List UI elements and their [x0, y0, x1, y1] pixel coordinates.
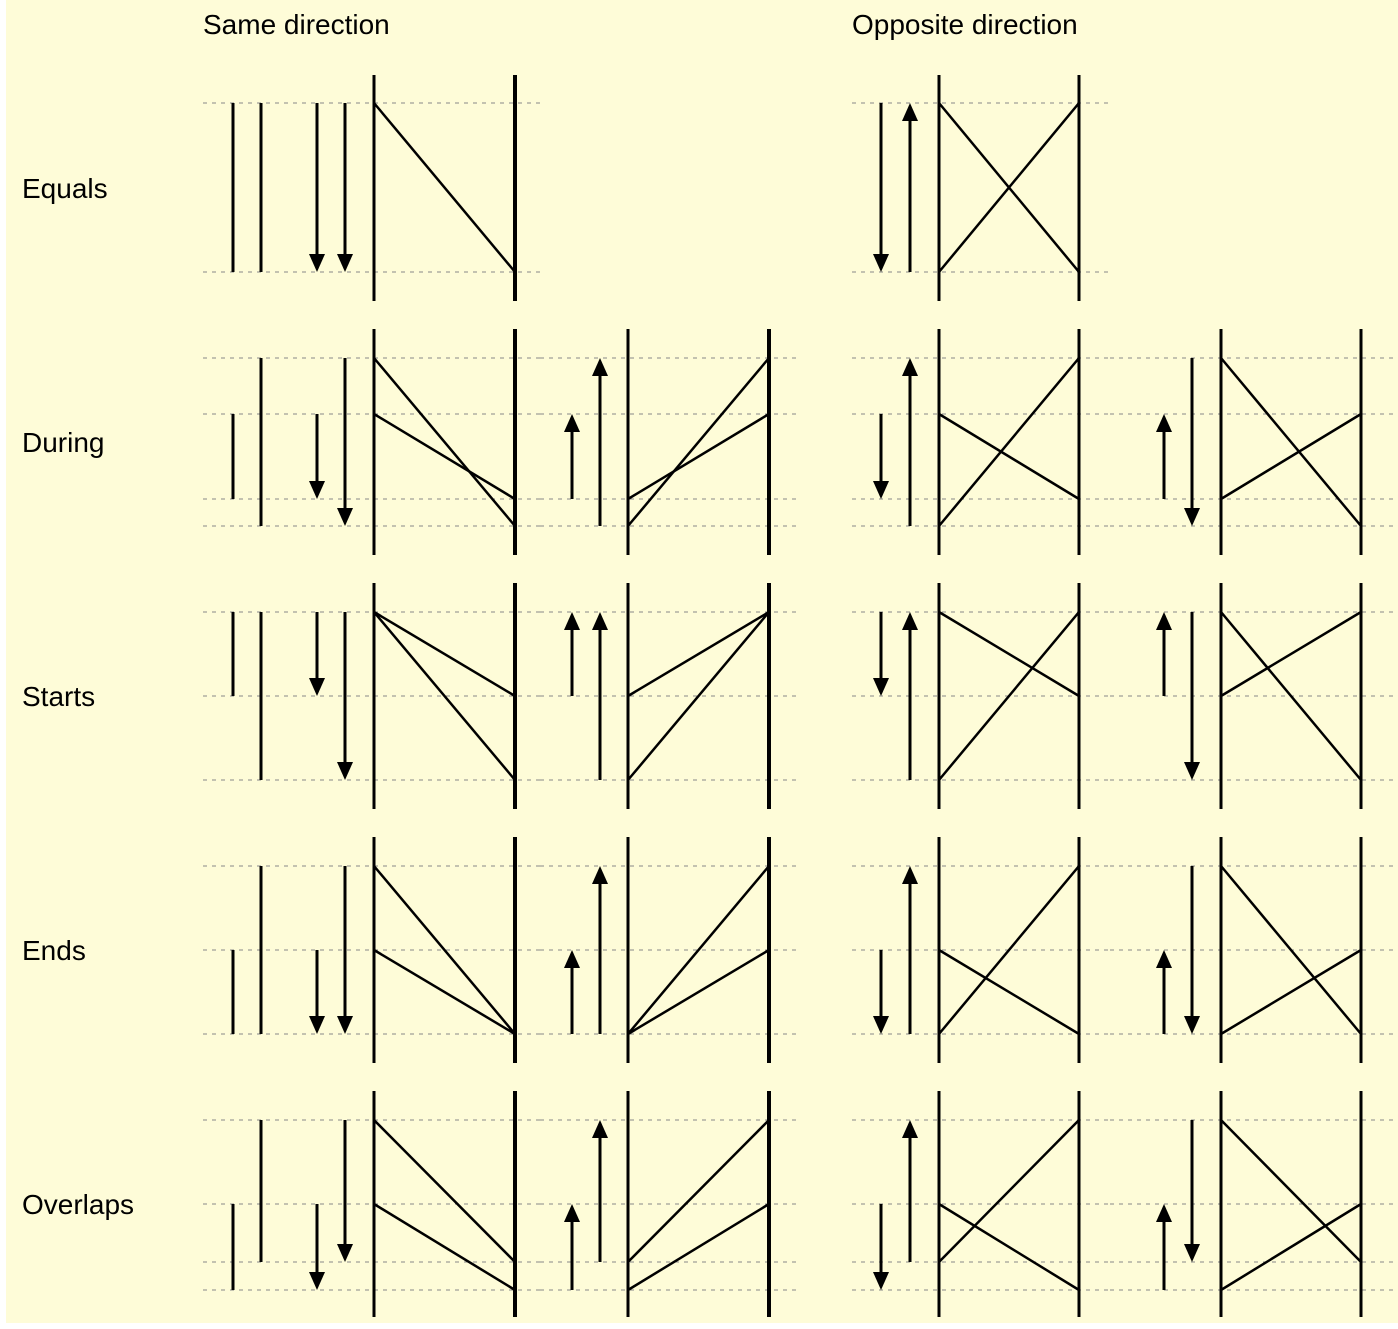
- header-same-direction: Same direction: [203, 9, 390, 40]
- arrow-b-down-head-icon: [337, 1244, 353, 1262]
- link-b: [627, 1119, 770, 1263]
- link-b: [627, 865, 770, 1035]
- arrow-a-up-head-icon: [564, 950, 580, 968]
- arrow-a-up-head-icon: [1156, 612, 1172, 630]
- link-a: [938, 1202, 1080, 1292]
- link-b: [938, 357, 1080, 527]
- link-b: [627, 357, 770, 527]
- row-label-during: During: [22, 427, 105, 458]
- arrow-a-up-head-icon: [1156, 1204, 1172, 1222]
- arrow-b-down-head-icon: [1184, 508, 1200, 526]
- arrow-a-down-head-icon: [309, 481, 325, 499]
- link-b: [938, 865, 1080, 1035]
- arrow-b-down-head-icon: [1184, 1244, 1200, 1262]
- link-a: [627, 1202, 770, 1292]
- arrow-b-down-head-icon: [337, 508, 353, 526]
- link-b: [373, 1119, 516, 1263]
- arrow-b-down-head-icon: [337, 254, 353, 272]
- link-a: [627, 948, 770, 1036]
- arrow-b-down-head-icon: [337, 762, 353, 780]
- link-a: [373, 1202, 516, 1292]
- header-opposite-direction: Opposite direction: [852, 9, 1078, 40]
- arrow-b-up-head-icon: [902, 103, 918, 121]
- link-b: [1220, 1119, 1362, 1263]
- arrow-a-up-head-icon: [1156, 950, 1172, 968]
- arrow-b-up-head-icon: [592, 866, 608, 884]
- link-a: [1220, 948, 1362, 1036]
- arrow-b-up-head-icon: [592, 1120, 608, 1138]
- arrow-b-down-head-icon: [337, 1016, 353, 1034]
- arrow-a-down-head-icon: [873, 1016, 889, 1034]
- row-label-overlaps: Overlaps: [22, 1189, 135, 1220]
- row-label-ends: Ends: [22, 935, 86, 966]
- arrow-a-up-head-icon: [564, 612, 580, 630]
- arrow-b-down-head-icon: [1184, 762, 1200, 780]
- link-b: [1220, 357, 1362, 527]
- link-b: [938, 611, 1080, 781]
- link-a: [373, 948, 516, 1036]
- link-a: [1220, 1202, 1362, 1292]
- arrow-b-up-head-icon: [902, 1120, 918, 1138]
- arrow-a-down-head-icon: [309, 1016, 325, 1034]
- link-a: [938, 412, 1080, 501]
- link-a: [938, 948, 1080, 1036]
- arrow-a-down-head-icon: [873, 678, 889, 696]
- link-b: [938, 1119, 1080, 1263]
- link-b: [627, 611, 770, 781]
- link-a: [1220, 610, 1362, 698]
- link-a: [373, 610, 516, 698]
- link-b: [373, 865, 516, 1035]
- link-a: [1220, 412, 1362, 501]
- arrow-a-down-head-icon: [309, 678, 325, 696]
- link-b: [373, 611, 516, 781]
- arrow-a-up-head-icon: [1156, 414, 1172, 432]
- arrow-b-up-head-icon: [902, 612, 918, 630]
- link-b: [373, 102, 516, 273]
- arrow-b-up-head-icon: [902, 866, 918, 884]
- arrow-a-down-head-icon: [309, 1272, 325, 1290]
- arrow-b-down-head-icon: [1184, 1016, 1200, 1034]
- diagram-panel: [6, 0, 1398, 1323]
- link-b: [938, 102, 1080, 273]
- row-label-starts: Starts: [22, 681, 96, 712]
- arrow-a-down-head-icon: [873, 481, 889, 499]
- arrow-b-up-head-icon: [902, 358, 918, 376]
- arrow-b-up-head-icon: [592, 612, 608, 630]
- link-b: [1220, 865, 1362, 1035]
- arrow-a-up-head-icon: [564, 1204, 580, 1222]
- arrow-a-down-head-icon: [873, 1272, 889, 1290]
- link-b: [373, 357, 516, 527]
- arrow-a-up-head-icon: [564, 414, 580, 432]
- link-a: [627, 412, 770, 501]
- link-a: [938, 610, 1080, 698]
- link-a: [373, 412, 516, 501]
- link-b: [1220, 611, 1362, 781]
- arrow-a-down-head-icon: [873, 254, 889, 272]
- arrow-b-up-head-icon: [592, 358, 608, 376]
- row-label-equals: Equals: [22, 173, 108, 204]
- arrow-a-down-head-icon: [309, 254, 325, 272]
- link-a: [627, 610, 770, 698]
